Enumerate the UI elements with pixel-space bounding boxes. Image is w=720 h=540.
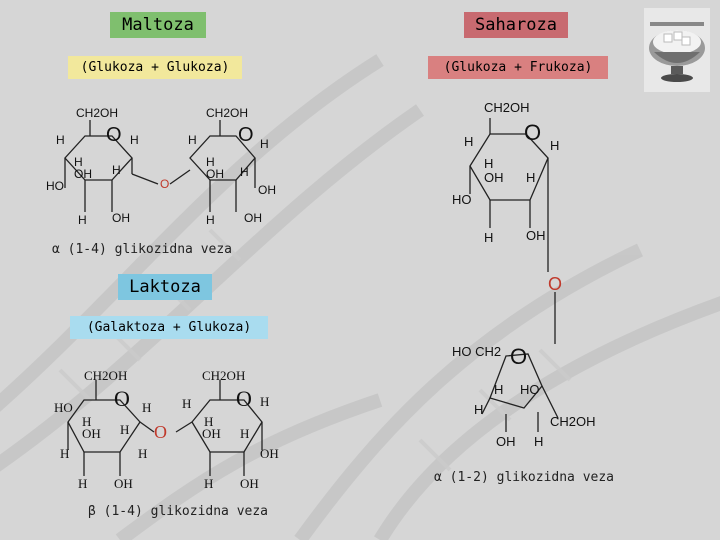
maltoza-h-5: H [74, 155, 83, 169]
saharoza-ho-2: HO [520, 382, 540, 397]
laktoza-oh-4: OH [114, 476, 133, 491]
laktoza-h-10: H [78, 476, 87, 491]
laktoza-bond-label: β (1-4) glikozidna veza [88, 504, 269, 519]
laktoza-h-6: H [204, 414, 213, 429]
laktoza-oh-2: OH [202, 426, 221, 441]
saharoza-oh-1: OH [484, 170, 504, 185]
maltoza-h-10: H [206, 213, 215, 227]
maltoza-ch2oh-1: CH2OH [76, 106, 118, 120]
laktoza-h-11: H [204, 476, 213, 491]
maltoza-h-7: H [206, 155, 215, 169]
laktoza-h-2: H [182, 396, 191, 411]
saharoza-bridge-o: O [548, 274, 562, 294]
laktoza-oh-1: OH [82, 426, 101, 441]
saharoza-h-2: H [550, 138, 559, 153]
laktoza-subtitle: (Galaktoza + Glukoza) [70, 316, 268, 339]
maltoza-oh-1: OH [74, 167, 92, 181]
saharoza-h-6: H [494, 382, 503, 397]
maltoza-ring-o-1: O [106, 124, 122, 146]
maltoza-oh-2: OH [206, 167, 224, 181]
maltoza-h-4: H [260, 137, 269, 151]
maltoza-oh-3: OH [258, 183, 276, 197]
maltoza-h-2: H [130, 133, 139, 147]
maltoza-ch2oh-2: CH2OH [206, 106, 248, 120]
saharoza-h-7: H [474, 402, 483, 417]
maltoza-ring-o-2: O [238, 124, 254, 146]
laktoza-h-4: H [82, 414, 91, 429]
laktoza-ring-o-1: O [114, 386, 130, 411]
saharoza-h-5: H [484, 230, 493, 245]
saharoza-ho-1: HO [452, 192, 472, 207]
maltoza-h-6: H [112, 163, 121, 177]
saharoza-title: Saharoza [464, 12, 568, 38]
saharoza-ch2oh-2: CH2OH [550, 414, 596, 429]
saharoza-oh-2: OH [526, 228, 546, 243]
laktoza-oh-3: OH [260, 446, 279, 461]
maltoza-h-9: H [78, 213, 87, 227]
laktoza-oh-5: OH [240, 476, 259, 491]
saharoza-oh-3: OH [496, 434, 516, 449]
saharoza-h-1: H [464, 134, 473, 149]
laktoza-title: Laktoza [118, 274, 212, 300]
laktoza-h-1: H [142, 400, 151, 415]
laktoza-h-5: H [120, 422, 129, 437]
laktoza-ch2oh-1: CH2OH [84, 368, 127, 383]
maltoza-h-8: H [240, 165, 249, 179]
saharoza-h-4: H [526, 170, 535, 185]
saharoza-ring-o-1: O [524, 120, 541, 145]
maltoza-oh-4: OH [112, 211, 130, 225]
saharoza-h-8: H [534, 434, 543, 449]
saharoza-ch2oh-1: CH2OH [484, 100, 530, 115]
laktoza-ho-1: HO [54, 400, 73, 415]
laktoza-h-8: H [60, 446, 69, 461]
maltoza-subtitle: (Glukoza + Glukoza) [68, 56, 242, 79]
saharoza-h-3: H [484, 156, 493, 171]
maltoza-title: Maltoza [110, 12, 206, 38]
maltoza-h-1: H [56, 133, 65, 147]
laktoza-h-9: H [138, 446, 147, 461]
laktoza-h-7: H [240, 426, 249, 441]
laktoza-ring-o-2: O [236, 386, 252, 411]
saharoza-fructose-ring [489, 353, 543, 409]
saharoza-bond-label: α (1-2) glikozidna veza [434, 470, 615, 485]
maltoza-bond-label: α (1-4) glikozidna veza [52, 242, 233, 257]
saharoza-subtitle: (Glukoza + Frukoza) [428, 56, 608, 79]
maltoza-bridge-o: O [160, 177, 169, 191]
laktoza-bridge-o: O [154, 422, 167, 442]
maltoza-ho-1: HO [46, 179, 64, 193]
saharoza-structure: CH2OH O H H H OH H HO H OH O HO CH2 O H … [452, 100, 596, 449]
maltoza-structure: CH2OH CH2OH O O H H H H H OH H HO O H OH… [46, 106, 276, 227]
laktoza-structure: CH2OH CH2OH O O HO H H H H OH H O H OH H… [54, 368, 279, 491]
saharoza-ring-o-2: O [510, 344, 527, 369]
maltoza-oh-5: OH [244, 211, 262, 225]
laktoza-h-3: H [260, 394, 269, 409]
sugar-bowl-icon [644, 8, 710, 92]
laktoza-ch2oh-2: CH2OH [202, 368, 245, 383]
saharoza-hoch2: HO CH2 [452, 344, 501, 359]
maltoza-h-3: H [188, 133, 197, 147]
